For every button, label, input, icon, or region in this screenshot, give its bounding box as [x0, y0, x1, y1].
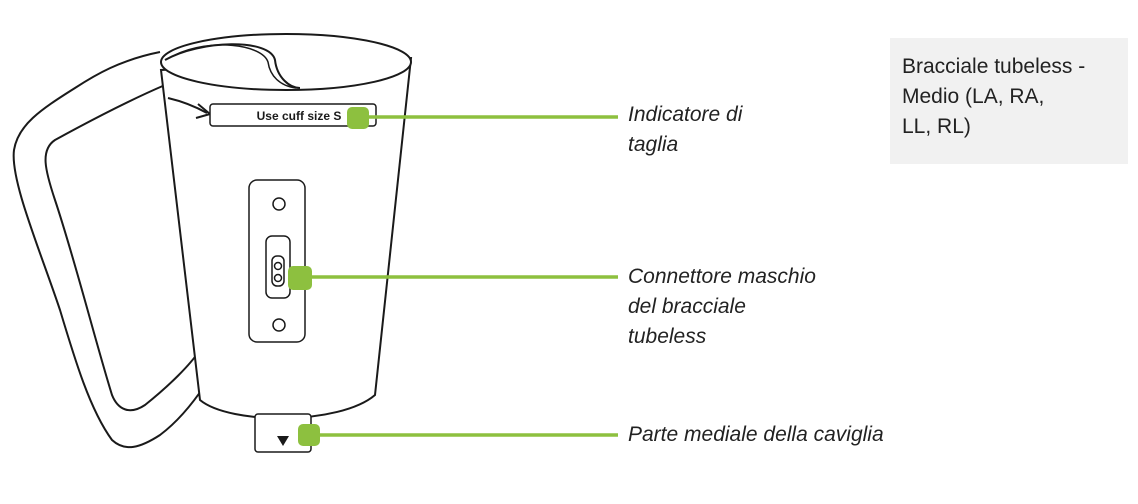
triangle-marker-icon: [277, 436, 289, 446]
callout-markers: [288, 107, 369, 446]
info-box-text: Bracciale tubeless - Medio (LA, RA, LL, …: [902, 55, 1086, 138]
connector-panel: [248, 179, 306, 343]
marker-connector: [288, 266, 312, 290]
size-label-band: Use cuff size S: [209, 103, 377, 127]
marker-size-indicator: [347, 107, 369, 129]
cuff-size-label: Use cuff size S: [257, 109, 342, 123]
callout-size-indicator: Indicatore di taglia: [628, 103, 743, 156]
marker-ankle: [298, 424, 320, 446]
leader-lines: [300, 115, 618, 437]
cuff-flap: [12, 51, 206, 449]
info-box: Bracciale tubeless - Medio (LA, RA, LL, …: [890, 38, 1128, 164]
callout-connector: Connettore maschio del bracciale tubeles…: [628, 265, 816, 348]
callout-ankle: Parte mediale della caviglia: [628, 423, 884, 446]
